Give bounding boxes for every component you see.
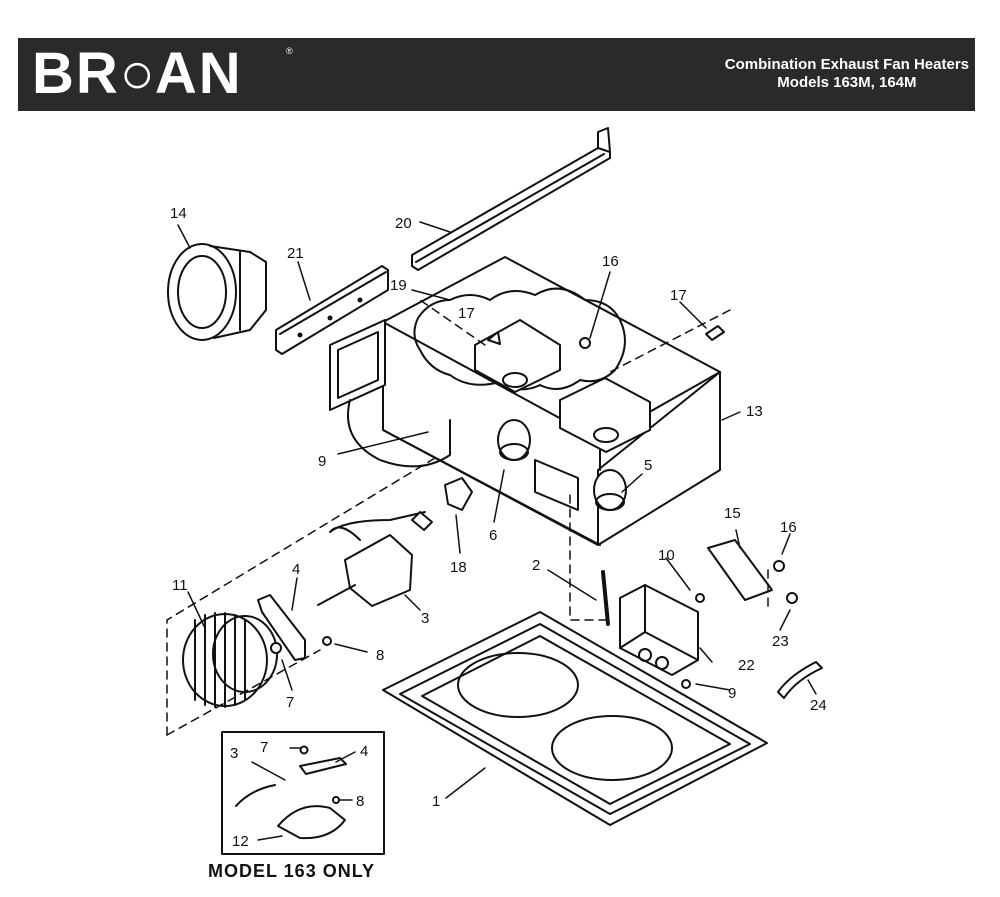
callout-1: 1 bbox=[432, 793, 440, 810]
title-line-2: Models 163M, 164M bbox=[777, 74, 917, 91]
callout-15: 15 bbox=[724, 505, 741, 522]
inset-callout-7: 7 bbox=[260, 739, 268, 756]
part-14-duct-connector bbox=[167, 243, 267, 341]
part-16-nut-upper bbox=[579, 337, 591, 349]
part-8-screw bbox=[322, 636, 332, 646]
alignment-lines bbox=[166, 299, 769, 736]
callout-9-upper: 9 bbox=[318, 453, 326, 470]
inset-model-163: 7 4 3 8 12 bbox=[221, 731, 385, 855]
callout-14: 14 bbox=[170, 205, 187, 222]
callout-10: 10 bbox=[658, 547, 675, 564]
part-13-housing bbox=[382, 256, 721, 546]
callout-9-lower: 9 bbox=[728, 685, 736, 702]
part-11-blower-wheel bbox=[182, 612, 278, 708]
callout-21: 21 bbox=[287, 245, 304, 262]
callout-13: 13 bbox=[746, 403, 763, 420]
callout-16-lower: 16 bbox=[780, 519, 797, 536]
part-23-screw bbox=[786, 592, 798, 604]
callout-19: 19 bbox=[390, 277, 407, 294]
part-17-clip-inner bbox=[487, 331, 501, 345]
part-2-spring bbox=[601, 570, 610, 626]
inset-callout-8: 8 bbox=[356, 793, 364, 810]
callout-16-upper: 16 bbox=[602, 253, 619, 270]
callout-4: 4 bbox=[292, 561, 300, 578]
part-15-cover-plate bbox=[707, 539, 773, 601]
callout-2: 2 bbox=[532, 557, 540, 574]
part-22-junction-box bbox=[619, 584, 699, 676]
callout-8: 8 bbox=[376, 647, 384, 664]
junction-plate bbox=[534, 459, 579, 511]
registered-mark: ® bbox=[286, 46, 293, 56]
callout-20: 20 bbox=[395, 215, 412, 232]
inset-callout-3: 3 bbox=[230, 745, 238, 762]
document-title: Combination Exhaust Fan Heaters Models 1… bbox=[725, 56, 969, 92]
part-21-side-bracket bbox=[275, 265, 389, 355]
part-19-side-panel bbox=[329, 319, 386, 411]
part-17-clip bbox=[705, 325, 725, 341]
callout-6: 6 bbox=[489, 527, 497, 544]
part-3-motor bbox=[317, 511, 433, 607]
part-9-screw bbox=[681, 679, 691, 689]
callout-23: 23 bbox=[772, 633, 789, 650]
inset-callout-12: 12 bbox=[232, 833, 249, 850]
part-20-mounting-bracket bbox=[411, 127, 611, 271]
callout-22: 22 bbox=[738, 657, 755, 674]
header-bar: BR○AN ® Combination Exhaust Fan Heaters … bbox=[18, 38, 975, 111]
part-24-connector bbox=[777, 661, 823, 699]
callout-7: 7 bbox=[286, 694, 294, 711]
callout-3: 3 bbox=[421, 610, 429, 627]
part-1-grille bbox=[382, 611, 768, 826]
callout-24: 24 bbox=[810, 697, 827, 714]
title-line-1: Combination Exhaust Fan Heaters bbox=[724, 56, 969, 73]
leader-lines bbox=[177, 221, 817, 799]
callout-18: 18 bbox=[450, 559, 467, 576]
callout-11: 11 bbox=[172, 577, 188, 594]
part-5-socket bbox=[593, 469, 627, 511]
broan-logo: BR○AN bbox=[32, 41, 243, 106]
inset-callout-4: 4 bbox=[360, 743, 368, 760]
callout-17-inner: 17 bbox=[458, 305, 475, 322]
part-10-screw bbox=[695, 593, 705, 603]
blower-scroll bbox=[347, 399, 451, 468]
callout-17: 17 bbox=[670, 287, 687, 304]
part-7-nut bbox=[270, 642, 282, 654]
model-163-only-label: MODEL 163 ONLY bbox=[208, 861, 375, 881]
part-18-clip bbox=[444, 477, 473, 511]
part-16-nut bbox=[773, 560, 785, 572]
part-6-socket bbox=[497, 419, 531, 461]
callout-5: 5 bbox=[644, 457, 652, 474]
